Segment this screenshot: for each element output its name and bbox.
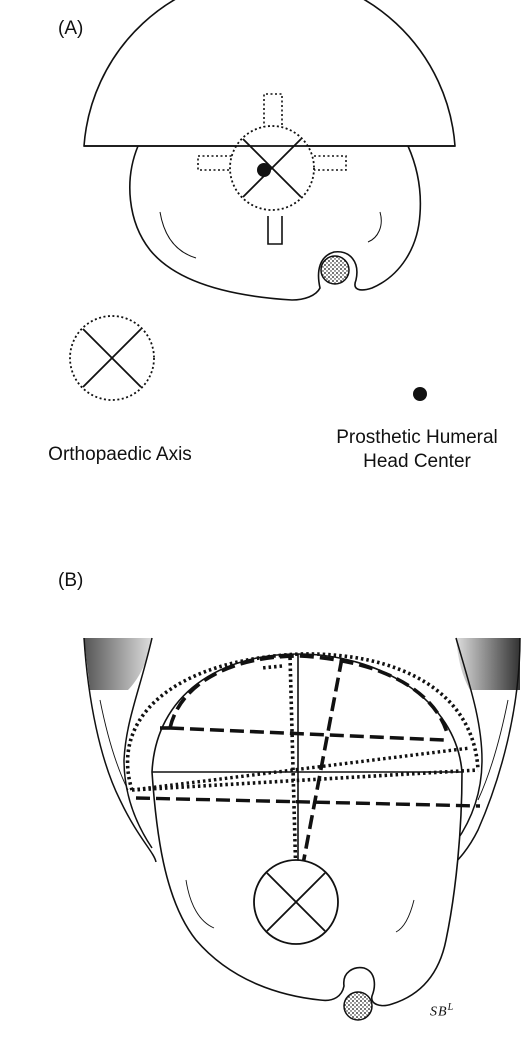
right-muscle-shade	[456, 638, 520, 690]
biceps-tendon-b	[344, 992, 372, 1020]
panel-b-label: (B)	[58, 570, 83, 592]
legend-head-center-dot	[413, 387, 427, 401]
cortex-line-left	[160, 212, 196, 258]
cortex-line-right	[368, 212, 381, 242]
prosthetic-head-dome	[84, 0, 455, 146]
legend-center-label-line1: Prosthetic Humeral	[292, 426, 532, 449]
humeral-head-center-dot-a	[257, 163, 271, 177]
stem-slot	[268, 216, 282, 244]
legend-axis-label: Orthopaedic Axis	[10, 443, 230, 466]
biceps-tendon-a	[321, 256, 349, 284]
left-muscle-shade	[84, 638, 152, 690]
legend-orthopaedic-axis-icon	[70, 316, 154, 400]
panel-a-diagram	[84, 0, 455, 300]
head-solid-outline	[152, 654, 462, 772]
panel-b-diagram	[84, 638, 520, 1020]
orthopaedic-axis-circle-b	[254, 860, 338, 944]
author-signature: SBL	[430, 1002, 454, 1021]
legend-center-label-line2: Head Center	[292, 450, 532, 473]
